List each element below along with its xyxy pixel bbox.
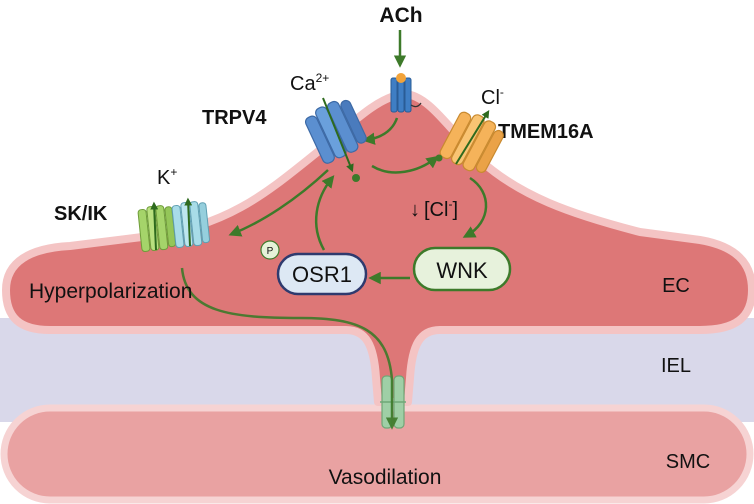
ca-to-tmem16a-arrow [371, 155, 439, 174]
cl-ion-label: Cl- [481, 85, 504, 109]
phosphate-label: P [267, 246, 274, 257]
osr1-node [276, 252, 368, 296]
cl-ion-dot [435, 154, 443, 162]
ca-ion-dot [352, 174, 360, 182]
osr1-to-trpv4-arrow [314, 175, 335, 251]
k-efflux-arrow-sk [150, 201, 159, 251]
ach-label: ACh [379, 4, 422, 27]
trpv4-label: TRPV4 [202, 107, 267, 129]
vasodilation-label: Vasodilation [329, 466, 442, 489]
phosphate-badge [260, 240, 280, 260]
sk-channel-icon [137, 205, 176, 252]
trpv4-channel-icon [304, 99, 367, 164]
trpv4-to-skik-arrow [228, 169, 329, 237]
cl-concentration-label: ↓[Cl-] [410, 197, 458, 221]
ec-layer-label: EC [662, 275, 690, 297]
k-ion-label: K+ [157, 165, 177, 189]
osr1-label: OSR1 [292, 262, 352, 287]
skik-label: SK/IK [54, 203, 108, 225]
tmem16a-channel-icon [439, 111, 504, 173]
receptor-to-trpv4-arrow [362, 117, 399, 145]
smc-layer-label: SMC [666, 451, 710, 473]
tmem16a-label: TMEM16A [498, 121, 594, 143]
ca-influx-arrow [322, 97, 354, 173]
tmem16a-to-wnk-arrow [462, 176, 488, 238]
iel-layer-label: IEL [661, 355, 691, 377]
ik-channel-icon [171, 201, 210, 248]
ec-cell [2, 90, 754, 406]
hyperpolarization-spread-arrow [180, 267, 399, 430]
wnk-node [412, 246, 512, 292]
hyperpolarization-label: Hyperpolarization [29, 280, 192, 303]
k-efflux-arrow-ik [184, 197, 193, 247]
wnk-label: WNK [436, 258, 488, 283]
smc-layer [0, 404, 754, 504]
muscarinic-receptor-icon [390, 73, 422, 113]
ca-ion-label: Ca2+ [290, 71, 329, 95]
cl-efflux-arrow [455, 109, 490, 165]
